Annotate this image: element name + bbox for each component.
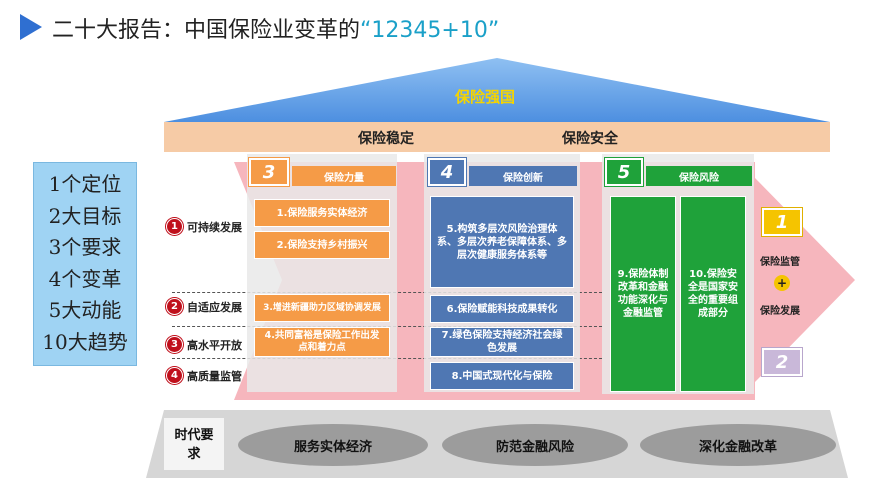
row-number-badge: 3 bbox=[166, 336, 183, 353]
col3-item: 1.保险服务实体经济 bbox=[254, 199, 390, 227]
foundation-item: 服务实体经济 bbox=[238, 424, 428, 466]
col4-item: 8.中国式现代化与保险 bbox=[430, 362, 574, 390]
row-number-badge: 4 bbox=[166, 367, 183, 384]
page-title: 二十大报告：中国保险业变革的“12345+10” bbox=[52, 12, 499, 44]
left-list: 1个定位 2大目标 3个要求 4个变革 5大动能 10大趋势 bbox=[33, 162, 137, 366]
row-number-badge: 1 bbox=[166, 218, 183, 235]
row-label-1: 1 可持续发展 bbox=[166, 218, 242, 235]
left-list-item: 5大动能 bbox=[48, 298, 122, 322]
left-list-item: 1个定位 bbox=[48, 172, 122, 196]
row-label-text: 自适应发展 bbox=[187, 300, 242, 314]
roof-label: 保险强国 bbox=[455, 88, 516, 106]
col5-header: 保险风险 bbox=[646, 166, 752, 186]
col4-number-tag: 4 bbox=[428, 158, 466, 186]
beam-left-label: 保险稳定 bbox=[358, 131, 414, 147]
col3-item: 3.增进新疆助力区域协调发展 bbox=[254, 294, 390, 322]
col4-item: 7.绿色保险支持经济社会绿色发展 bbox=[430, 327, 574, 357]
row-label-text: 高质量监管 bbox=[187, 369, 242, 383]
title-arrow-icon bbox=[20, 14, 42, 40]
col3-item: 4.共同富裕是保险工作出发点和着力点 bbox=[254, 327, 390, 357]
foundation-label: 时代要求 bbox=[174, 428, 214, 462]
title-text: 二十大报告：中国保险业变革的 bbox=[52, 18, 361, 43]
right-number-tag-1: 1 bbox=[762, 208, 802, 236]
col5-item: 9.保险体制改革和金融功能深化与金融监管 bbox=[610, 196, 676, 392]
beam-right-label: 保险安全 bbox=[562, 131, 618, 147]
right-label-1: 保险监管 bbox=[760, 257, 800, 268]
col5-number-tag: 5 bbox=[605, 158, 643, 186]
row-label-3: 3 高水平开放 bbox=[166, 336, 242, 353]
row-label-text: 高水平开放 bbox=[187, 338, 242, 352]
right-label-2: 保险发展 bbox=[760, 306, 800, 317]
left-list-item: 2大目标 bbox=[48, 203, 122, 228]
row-label-4: 4 高质量监管 bbox=[166, 367, 242, 384]
left-list-item: 4个变革 bbox=[48, 266, 122, 291]
left-list-item: 10大趋势 bbox=[42, 329, 128, 354]
col5-item: 10.保险安全是国家安全的重要组成部分 bbox=[680, 196, 746, 392]
right-number-tag-2: 2 bbox=[762, 348, 802, 376]
roof bbox=[164, 58, 830, 122]
row-label-text: 可持续发展 bbox=[187, 220, 242, 234]
row-number-badge: 2 bbox=[166, 298, 183, 315]
foundation-label-box bbox=[164, 418, 224, 470]
col3-number-tag: 3 bbox=[249, 158, 289, 186]
left-list-item: 3个要求 bbox=[48, 235, 122, 259]
col4-header: 保险创新 bbox=[469, 166, 577, 186]
col3-header: 保险力量 bbox=[292, 166, 396, 186]
plus-icon: + bbox=[774, 275, 790, 291]
col4-item: 5.构筑多层次风险治理体系、多层次养老保障体系、多层次健康服务体系等 bbox=[430, 196, 574, 288]
title-highlight: “12345+10” bbox=[360, 18, 500, 43]
foundation-item: 深化金融改革 bbox=[640, 424, 836, 466]
row-label-2: 2 自适应发展 bbox=[166, 298, 242, 315]
col4-item: 6.保险赋能科技成果转化 bbox=[430, 295, 574, 323]
beam: 保险稳定 保险安全 bbox=[164, 122, 830, 152]
foundation-item: 防范金融风险 bbox=[442, 424, 628, 466]
col3-item: 2.保险支持乡村振兴 bbox=[254, 231, 390, 259]
